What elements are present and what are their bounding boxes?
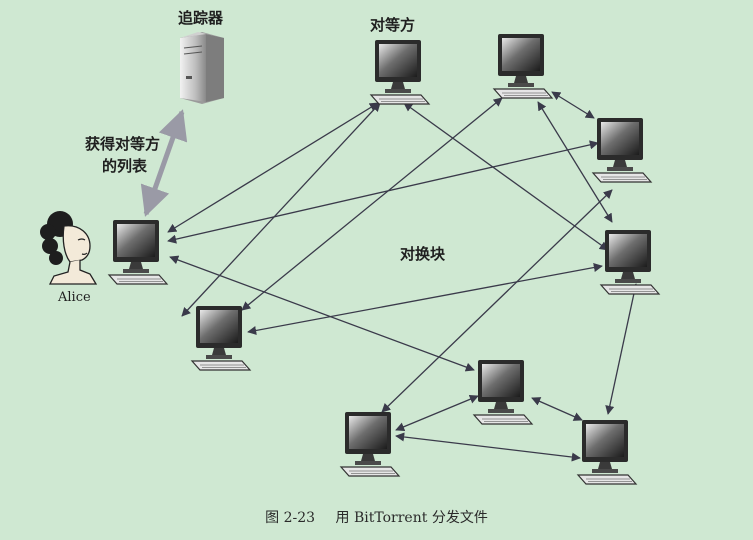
figure-title: 用 BitTorrent 分发文件 xyxy=(335,510,488,526)
arrow-peer2-peer3 xyxy=(241,97,503,311)
arrow-peer5-peer8 xyxy=(605,283,639,415)
alice-person-icon xyxy=(40,211,98,285)
tracker-connection-arrow xyxy=(140,109,188,217)
peers-label: 对等方 xyxy=(370,16,416,34)
computer-icon-peer5 xyxy=(600,229,660,295)
tracker-label: 追踪器 xyxy=(178,9,224,27)
arrow-peer3-peer5 xyxy=(247,263,603,335)
computer-icon-peer3 xyxy=(191,305,251,371)
computer-icon-peer6 xyxy=(473,359,533,425)
computer-icon-peer8 xyxy=(577,419,637,485)
arrow-peer4-peer7 xyxy=(381,189,613,413)
exchange-chunks-label: 对换块 xyxy=(400,245,446,263)
figure-caption: 图 2-23 用 BitTorrent 分发文件 xyxy=(0,507,753,527)
peer-connection-arrows xyxy=(167,91,639,462)
arrow-peer6-peer8 xyxy=(531,397,583,421)
arrow-peer1-peer5 xyxy=(403,102,609,251)
arrow-alice-peer1 xyxy=(167,102,379,233)
arrow-peer2-peer4 xyxy=(551,91,595,119)
figure-number: 图 2-23 xyxy=(265,510,316,526)
computer-icon-peer2 xyxy=(493,33,553,99)
computer-icon-peer4 xyxy=(592,117,652,183)
computer-icon-alice xyxy=(108,219,168,285)
computer-icon-peer7 xyxy=(340,411,400,477)
arrow-peer7-peer8 xyxy=(395,432,581,462)
arrow-peer1-peer3 xyxy=(181,102,381,317)
get-peer-list-label-line2: 的列表 xyxy=(102,157,148,175)
arrow-peer6-peer7 xyxy=(395,394,479,432)
computer-icon-peer1 xyxy=(370,39,430,105)
alice-label: Alice xyxy=(58,290,91,305)
tracker-server-icon xyxy=(180,32,224,104)
get-peer-list-label-line1: 获得对等方 xyxy=(85,135,161,153)
